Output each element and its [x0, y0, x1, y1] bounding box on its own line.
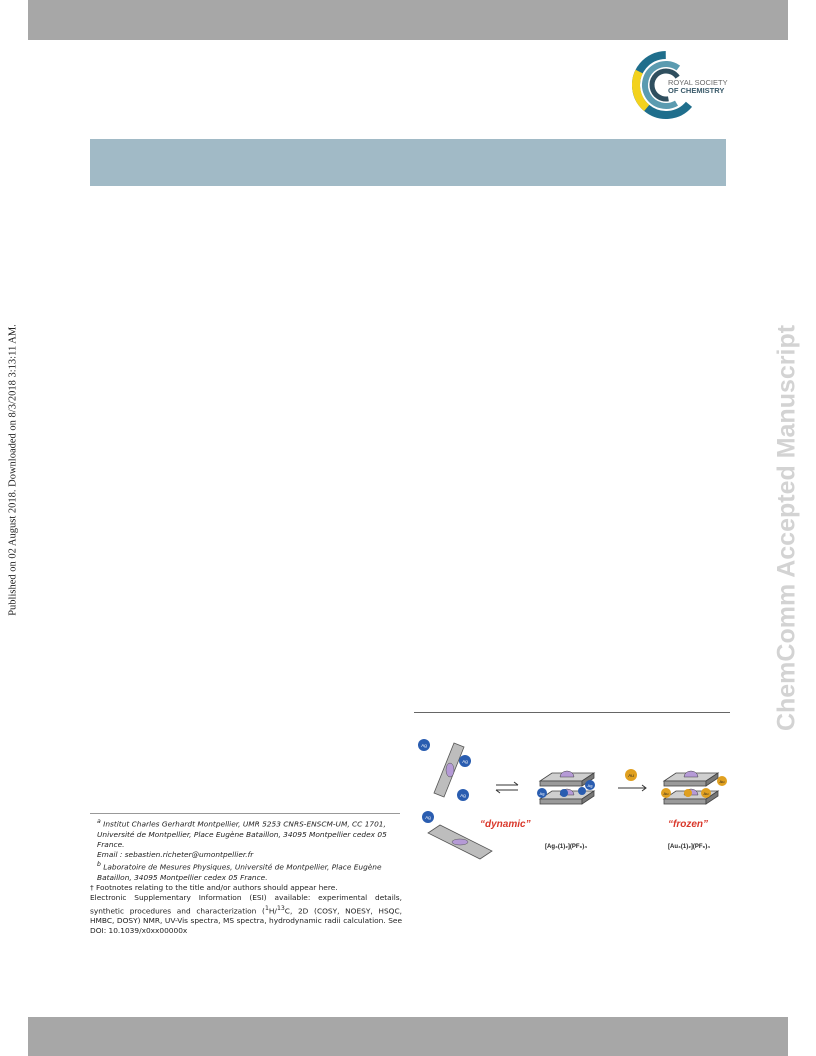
svg-text:Au: Au [628, 773, 634, 778]
svg-text:Au: Au [720, 779, 725, 784]
equilibrium-arrows [495, 781, 519, 794]
publication-side-note: Published on 02 August 2018. Downloaded … [7, 324, 19, 616]
ag-ion-1: Ag [418, 739, 430, 751]
dynamic-label: “dynamic” [480, 819, 531, 830]
svg-text:Ag: Ag [425, 815, 431, 820]
au-complex-label: [Au₄(1)₂](PF₆)₄ [668, 844, 710, 850]
ag-ion-2: Ag [459, 755, 471, 767]
svg-text:Ag: Ag [540, 791, 545, 796]
au-complex: Au Au Au [661, 770, 727, 805]
footnote-dagger: † Footnotes relating to the title and/or… [90, 883, 338, 893]
porphyrin-plate-2 [427, 824, 493, 860]
ag-ion-4: Ag [422, 811, 434, 823]
rsc-logo-text: ROYAL SOCIETY OF CHEMISTRY [668, 78, 728, 95]
svg-text:Ag: Ag [462, 759, 468, 764]
toc-graphic: Ag Ag Ag Ag “dynamic” [414, 733, 734, 863]
ag-ion-3: Ag [457, 789, 469, 801]
frozen-label: “frozen” [668, 819, 708, 830]
svg-text:Ag: Ag [588, 783, 593, 788]
svg-text:Ag: Ag [460, 793, 466, 798]
footer-bar [28, 1017, 788, 1056]
footnote-esi: Electronic Supplementary Information (ES… [90, 893, 402, 936]
svg-text:Ag: Ag [421, 743, 427, 748]
footnote-rule [90, 813, 400, 814]
rsc-logo [632, 50, 732, 120]
figure-rule [414, 712, 730, 713]
svg-text:Au: Au [664, 791, 669, 796]
footnotes: a Institut Charles Gerhardt Montpellier,… [90, 817, 402, 937]
header-bar [28, 0, 788, 40]
footnote-b: b Laboratoire de Mesures Physiques, Univ… [97, 861, 382, 882]
svg-text:Au: Au [704, 791, 709, 796]
porphyrin-plate-1 [433, 742, 465, 798]
au-reagent: Au [625, 769, 637, 781]
reaction-arrow [618, 784, 647, 792]
accepted-manuscript-watermark: ChemComm Accepted Manuscript [772, 324, 801, 731]
ag-complex-label: [Ag₄(1)₂](PF₆)₄ [545, 844, 587, 850]
ag-complex: Ag Ag [537, 770, 596, 805]
footnote-a: a Institut Charles Gerhardt Montpellier,… [97, 818, 387, 849]
footnote-email: Email : sebastien.richeter@umontpellier.… [97, 850, 254, 860]
article-type-bar [90, 139, 726, 186]
